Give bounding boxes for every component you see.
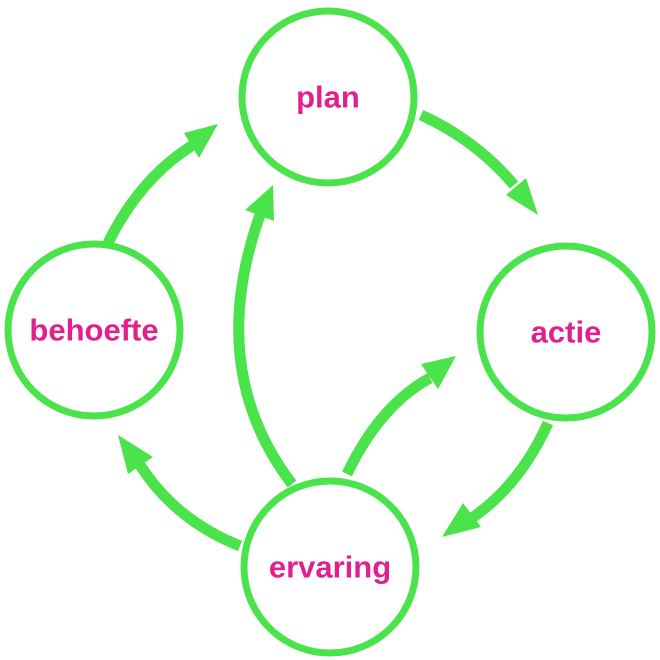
node-ervaring-label: ervaring <box>269 550 391 585</box>
arrow-ervaring-to-actie <box>342 356 456 477</box>
node-actie-label: actie <box>531 315 602 350</box>
arrow-plan-to-actie <box>418 109 538 215</box>
node-ervaring: ervaring <box>240 477 420 657</box>
arrow-ervaring-to-plan <box>233 185 297 488</box>
arrows-group <box>103 109 554 552</box>
node-behoefte: behoefte <box>4 240 184 420</box>
arrow-ervaring-to-behoefte <box>118 435 243 552</box>
arrow-actie-to-ervaring <box>442 420 554 537</box>
node-behoefte-label: behoefte <box>29 313 158 348</box>
node-actie: actie <box>476 242 656 422</box>
node-plan-label: plan <box>296 80 360 115</box>
arrow-behoefte-to-plan <box>103 124 218 246</box>
node-plan: plan <box>238 7 418 187</box>
